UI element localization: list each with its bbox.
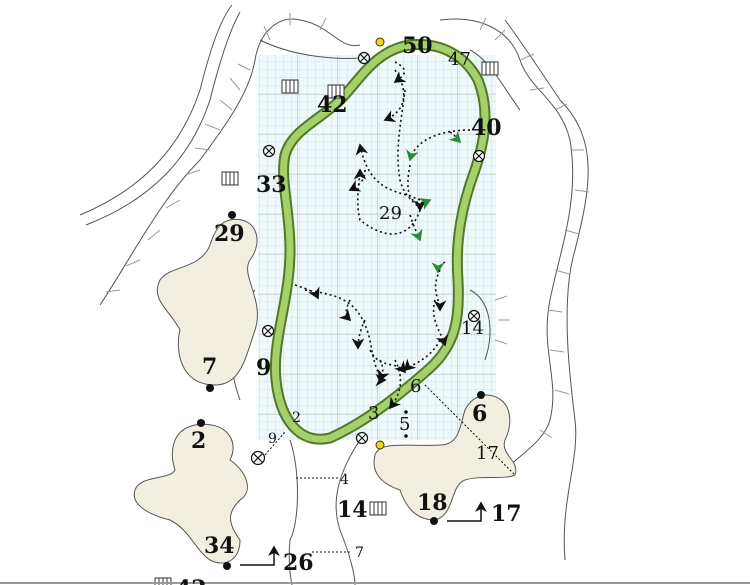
label-42: 42 xyxy=(317,92,348,118)
label-6-track: 6 xyxy=(410,376,421,397)
label-6-blob: 6 xyxy=(472,401,487,427)
label-7-blob: 7 xyxy=(202,354,217,380)
yellow-marker xyxy=(375,440,385,450)
distance-labels: 50 47 42 40 33 29 14 9 6 3 5 2 9 4 14 7 … xyxy=(176,33,522,585)
label-50: 50 xyxy=(402,33,433,59)
cross-circle-icon xyxy=(250,51,486,466)
label-34: 34 xyxy=(204,533,235,559)
label-9-small: 9 xyxy=(268,431,277,447)
label-4: 4 xyxy=(340,472,349,488)
sand-areas xyxy=(133,218,517,564)
turn-arrow xyxy=(240,545,280,566)
label-40: 40 xyxy=(471,115,502,141)
label-5: 5 xyxy=(399,414,410,435)
turn-arrow xyxy=(447,501,487,522)
label-2-blob: 2 xyxy=(191,428,206,454)
label-17-dotted: 17 xyxy=(476,443,499,464)
label-14-track: 14 xyxy=(461,318,484,339)
label-33: 33 xyxy=(256,172,287,198)
grandstand-icon xyxy=(154,61,499,585)
label-9: 9 xyxy=(256,355,271,381)
label-26: 26 xyxy=(283,550,314,576)
label-14-bottom: 14 xyxy=(337,497,368,523)
label-7-bottom: 7 xyxy=(355,545,364,561)
label-3: 3 xyxy=(368,403,379,424)
movement-arrows xyxy=(294,61,471,410)
label-29-blob: 29 xyxy=(214,221,245,247)
label-17-arrow: 17 xyxy=(491,501,522,527)
post-dots xyxy=(197,211,485,570)
yellow-marker xyxy=(375,37,385,47)
label-47: 47 xyxy=(448,49,471,70)
label-29-track: 29 xyxy=(379,203,402,224)
label-42-bottom: 42 xyxy=(176,576,207,585)
label-18: 18 xyxy=(417,490,448,516)
label-2-track: 2 xyxy=(292,410,301,426)
